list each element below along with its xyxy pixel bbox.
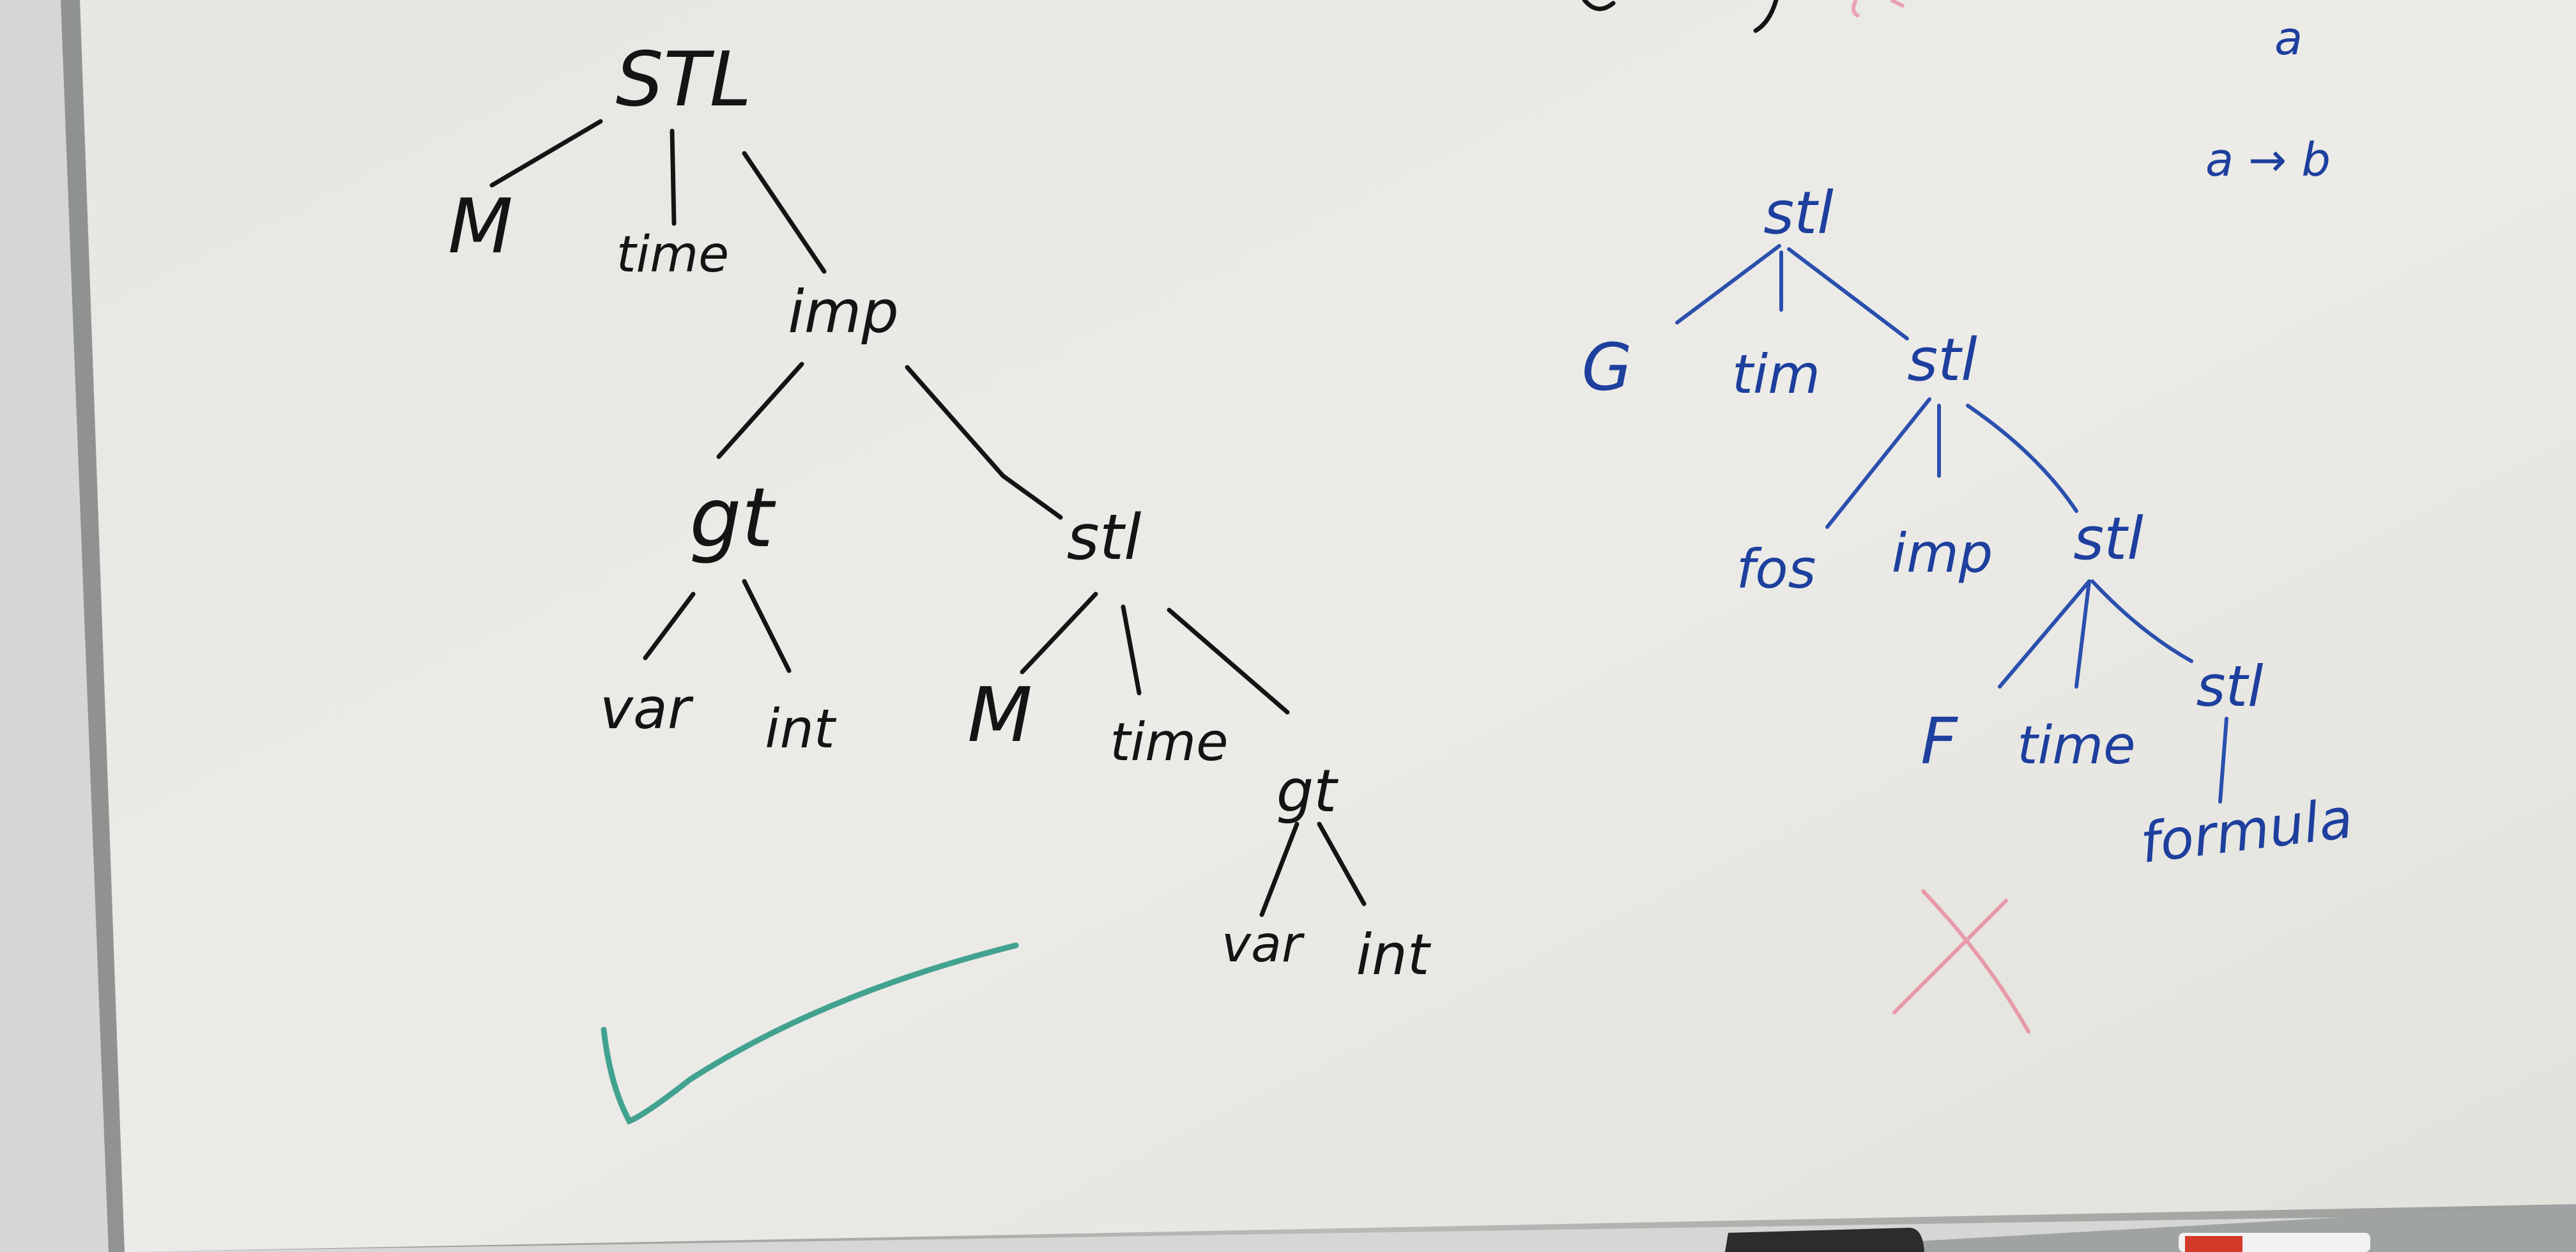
right-node-stl-2: stl	[2073, 505, 2143, 573]
corner-note-a-to-b: a → b	[2205, 133, 2331, 187]
left-node-time: time	[617, 226, 729, 284]
edge	[1020, 592, 1098, 675]
edge	[1121, 604, 1142, 696]
left-node-imp: imp	[788, 278, 899, 346]
edge	[1825, 397, 1931, 529]
edge	[670, 128, 677, 226]
left-node-gt-2: gt	[1276, 757, 1338, 825]
right-node-f: F	[1920, 704, 1958, 779]
edge	[1787, 247, 1909, 340]
left-node-int-2: int	[1356, 922, 1432, 988]
right-node-stl-3: stl	[2196, 653, 2264, 719]
edge	[905, 365, 1063, 520]
right-node-time: time	[2017, 715, 2135, 776]
right-node-tim: tim	[1732, 343, 1820, 406]
edge	[643, 592, 696, 660]
left-node-var-2: var	[1222, 916, 1305, 973]
edge	[1259, 821, 1300, 917]
right-node-stl: stl	[1907, 326, 1977, 394]
right-node-fos: fos	[1736, 538, 1816, 600]
left-node-int: int	[765, 698, 837, 760]
edge	[1675, 244, 1781, 324]
left-node-stl: stl	[1067, 501, 1142, 574]
edge	[2074, 579, 2091, 689]
left-node-var: var	[600, 676, 694, 742]
edge	[742, 151, 827, 274]
right-node-imp: imp	[1892, 522, 1993, 584]
left-node-m: M	[448, 182, 513, 270]
partial-stroke-top	[1582, 0, 1616, 11]
right-node-g: G	[1581, 330, 1632, 406]
eraser	[1725, 1228, 1924, 1252]
right-root-label: stl	[1763, 179, 1834, 247]
edge	[716, 362, 804, 459]
right-syntax-tree: stl G tim stl fos imp stl F time stl for…	[1581, 179, 2356, 876]
edge	[1167, 607, 1290, 715]
left-node-gt: gt	[689, 471, 776, 566]
edge	[2218, 717, 2228, 804]
red-cross-mark	[1892, 889, 2030, 1034]
edge	[1317, 821, 1367, 906]
partial-stroke-top-2	[1753, 0, 1779, 33]
edge	[742, 579, 792, 673]
left-root-label: STL	[616, 35, 752, 123]
left-node-time-2: time	[1110, 712, 1228, 773]
partial-red-stroke-top	[1851, 0, 1905, 18]
edge	[489, 119, 603, 188]
edge	[1966, 404, 2078, 513]
whiteboard	[80, 0, 2576, 1252]
marker-cap	[2185, 1236, 2242, 1252]
edge	[2090, 579, 2193, 663]
green-checkmark	[601, 942, 1019, 1125]
left-node-m-2: M	[967, 671, 1032, 759]
left-syntax-tree: STL M time imp gt stl var int M time gt …	[448, 35, 1432, 988]
edge	[1998, 579, 2091, 689]
corner-note-a: a	[2274, 11, 2303, 65]
